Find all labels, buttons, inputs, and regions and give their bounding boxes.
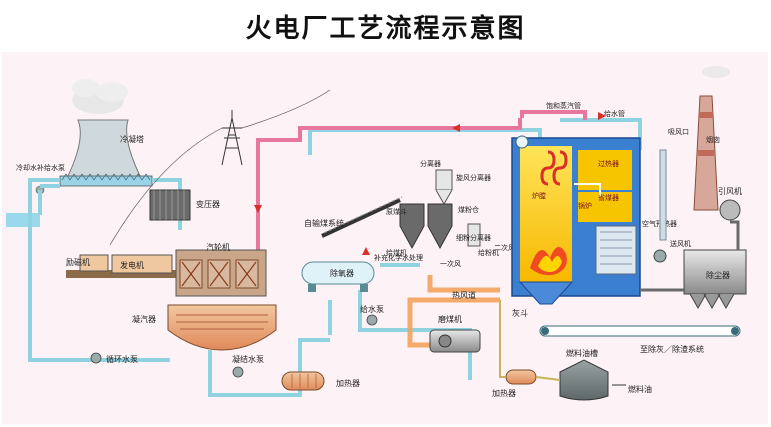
- condenser: 凝汽器: [132, 304, 277, 351]
- flow-arrows: [254, 112, 606, 255]
- river-water: [6, 213, 40, 227]
- feedwater-pump: 给水泵: [360, 304, 384, 326]
- dust-collector-label: 除尘器: [706, 270, 730, 280]
- powder-bin: 煤粉仓: [427, 203, 479, 250]
- primary-air-label: 一次风: [440, 259, 461, 268]
- steam-drum: [515, 135, 529, 149]
- exciter-label: 励磁机: [66, 257, 90, 267]
- ash-conveyor: 至除灰／除渣系统: [539, 325, 741, 354]
- exciter: [79, 254, 109, 272]
- coal-bin-label: 原煤斗: [386, 207, 407, 216]
- coal-conveyor-label: 自输煤系统: [304, 218, 344, 228]
- to-ash-label: 至除灰／除渣系统: [640, 344, 704, 354]
- ash-hopper: [518, 281, 574, 305]
- hot-air-duct-label: 热风道: [452, 290, 476, 300]
- dust-collector: 除尘器: [683, 249, 747, 310]
- turbine-label: 汽轮机: [206, 242, 230, 252]
- condensate-pump-label: 凝结水泵: [232, 354, 264, 364]
- transformer: 变压器: [149, 189, 220, 221]
- forced-draft-fan: 送风机 吸风口: [653, 128, 691, 263]
- cyclone-separator: 分离器 旋风分离器: [420, 159, 491, 206]
- powder-feeder-label: 给粉机: [478, 248, 499, 257]
- low-heater-label: 加热器: [336, 378, 360, 388]
- superheater-label: 过热器: [598, 159, 619, 168]
- drum-label: 锅炉: [578, 201, 592, 210]
- transformer-label: 变压器: [196, 199, 220, 209]
- circulating-pump-label: 循环水泵: [106, 354, 138, 364]
- transmission-tower: [109, 89, 331, 246]
- coal-bunker: 原煤斗 给煤机: [386, 203, 425, 257]
- oil-heater-label: 加热器: [492, 388, 516, 398]
- ash-hopper-label: 灰斗: [512, 308, 528, 318]
- generator-set: 励磁机 发电机 汽轮机: [66, 242, 267, 297]
- air-inlet-label: 吸风口: [668, 128, 689, 136]
- fd-fan-label: 送风机: [670, 239, 691, 248]
- boiler: 过热器 省煤器 炉膛 锅炉 灰斗: [511, 135, 641, 318]
- id-fan-label: 引风机: [718, 186, 742, 196]
- fuel-oil-tank-label: 燃料油槽: [566, 348, 598, 358]
- generator-label: 发电机: [120, 260, 144, 270]
- powder-bin-label: 煤粉仓: [458, 205, 479, 214]
- flue-duct: [640, 220, 740, 292]
- diagram-title: 火电厂工艺流程示意图: [245, 14, 526, 44]
- coal-mill: 磨煤机: [429, 314, 481, 353]
- cooling-tower-label: 冷凝塔: [120, 134, 144, 144]
- fuel-oil-tank: 燃料油槽 燃料油: [559, 348, 652, 401]
- oil-heater: 加热器: [492, 300, 561, 398]
- turbine: [175, 249, 267, 297]
- chem-water-label: 补充化学水处理: [374, 253, 423, 262]
- separator-label: 分离器: [420, 159, 441, 168]
- low-pressure-heater: 加热器: [281, 371, 360, 391]
- fine-powder-label: 细粉分离器: [456, 233, 491, 242]
- generator: [111, 254, 173, 274]
- deaerator: 除氧器: [301, 261, 375, 292]
- economizer-label: 省煤器: [598, 193, 619, 202]
- deaerator-label: 除氧器: [330, 268, 354, 278]
- feeder-label: 给煤机: [386, 248, 407, 257]
- id-fan: 引风机: [718, 186, 742, 221]
- circulating-pump: 循环水泵: [90, 352, 138, 364]
- economizer-bank: [578, 192, 632, 222]
- feedwater-pipe-label: 给水管: [604, 109, 625, 118]
- secondary-air-label: 二次风: [494, 243, 515, 252]
- feedwater-pump-label: 给水泵: [360, 304, 384, 314]
- chimney: 烟囱: [693, 66, 730, 211]
- cyclone-label: 旋风分离器: [456, 173, 491, 182]
- makeup-pump-label: 冷却水补给水泵: [16, 163, 65, 172]
- condensate-pump: 凝结水泵: [232, 354, 264, 378]
- furnace-label: 炉膛: [532, 191, 546, 200]
- sat-steam-pipe-label: 饱和蒸汽管: [546, 101, 581, 110]
- fuel-oil-label: 燃料油: [628, 384, 652, 394]
- steam-pipes: [256, 110, 587, 250]
- chimney-label: 烟囱: [706, 135, 720, 144]
- condenser-label: 凝汽器: [132, 314, 156, 324]
- cooling-tower: 冷凝塔: [59, 79, 153, 187]
- coal-conveyor: 自输煤系统: [304, 196, 403, 238]
- coal-mill-label: 磨煤机: [438, 314, 462, 324]
- fine-powder-separator: 细粉分离器: [456, 223, 491, 247]
